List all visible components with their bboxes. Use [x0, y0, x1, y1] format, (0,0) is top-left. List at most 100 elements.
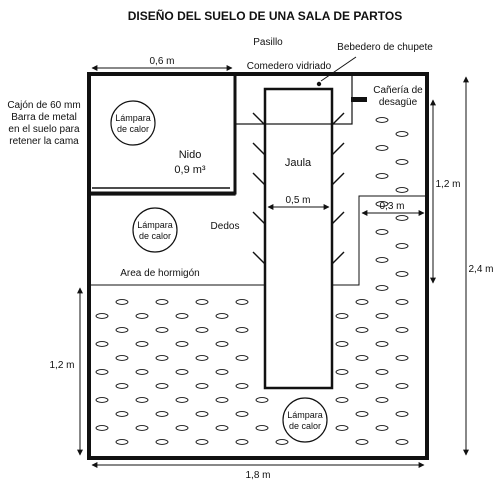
nest-box [88, 73, 236, 196]
slat-mark [155, 355, 169, 361]
slat-mark [175, 425, 189, 431]
nipple-drinker [316, 81, 322, 87]
heat-lamp-concrete [132, 207, 178, 253]
slat-mark [355, 439, 369, 445]
slat-mark [215, 313, 229, 319]
drinker-leader [320, 56, 357, 82]
label-cajon-4: retener la cama [9, 136, 79, 147]
lamp-label-2a: Lámpara [137, 220, 173, 230]
slat-mark [395, 327, 409, 333]
crate [263, 87, 334, 390]
slat-mark [375, 173, 389, 179]
slat-mark [155, 327, 169, 333]
slat-mark [335, 425, 349, 431]
slat-mark [235, 355, 249, 361]
slat-mark [215, 369, 229, 375]
slat-mark [235, 439, 249, 445]
slat-mark [355, 327, 369, 333]
slat-mark [115, 355, 129, 361]
label-comedero: Comedero vidriado [247, 61, 332, 72]
slat-mark [335, 397, 349, 403]
slat-mark [375, 313, 389, 319]
dim-right-upper: 1,2 m [435, 179, 460, 190]
label-pasillo: Pasillo [253, 37, 283, 48]
slat-mark [375, 257, 389, 263]
slat-mark [175, 369, 189, 375]
slat-mark [355, 299, 369, 305]
label-area-hormigon: Area de hormigón [120, 268, 200, 279]
slat-mark [395, 187, 409, 193]
glazed-feeder [234, 73, 353, 125]
crate-fingers [252, 112, 345, 265]
slat-mark [375, 341, 389, 347]
dim-total-height: 2,4 m [468, 264, 493, 275]
slat-mark [395, 159, 409, 165]
diagram-title: DISEÑO DEL SUELO DE UNA SALA DE PARTOS [128, 8, 402, 23]
slat-mark [135, 369, 149, 375]
slat-mark [375, 117, 389, 123]
slat-mark [115, 383, 129, 389]
slat-mark [235, 299, 249, 305]
label-dedos: Dedos [211, 221, 240, 232]
slat-mark [195, 355, 209, 361]
slat-mark [135, 397, 149, 403]
slat-mark [375, 201, 389, 207]
drain-pipe [351, 97, 367, 102]
slat-mark [375, 285, 389, 291]
slat-mark [375, 397, 389, 403]
slat-mark [235, 383, 249, 389]
slat-mark [95, 425, 109, 431]
dim-left-lower: 1,2 m [49, 360, 74, 371]
slat-mark [395, 271, 409, 277]
lamp-label-3b: de calor [289, 421, 321, 431]
slat-mark [135, 341, 149, 347]
heat-lamp-nest [110, 100, 156, 146]
slat-mark [395, 299, 409, 305]
slat-mark [95, 397, 109, 403]
slat-mark [335, 369, 349, 375]
slat-mark [375, 369, 389, 375]
dimension-lines [77, 65, 469, 468]
slat-mark [395, 215, 409, 221]
slat-mark [195, 327, 209, 333]
label-caneria-2: desagüe [379, 97, 418, 108]
slat-mark [175, 341, 189, 347]
slat-mark [255, 397, 269, 403]
slat-mark [335, 313, 349, 319]
lamp-label-2b: de calor [139, 231, 171, 241]
slat-mark [155, 299, 169, 305]
lamp-label-3a: Lámpara [287, 410, 323, 420]
slat-mark [235, 411, 249, 417]
nest-wall [89, 74, 237, 195]
concrete-area-border [89, 195, 427, 286]
label-cajon-3: en el suelo para [8, 124, 80, 135]
slat-mark [335, 341, 349, 347]
lamp-label-1b: de calor [117, 124, 149, 134]
slat-mark [355, 355, 369, 361]
slat-mark [95, 369, 109, 375]
dim-nest-width: 0,6 m [149, 56, 174, 67]
label-jaula: Jaula [285, 157, 312, 169]
slat-mark [215, 425, 229, 431]
slat-mark [375, 229, 389, 235]
slat-mark [195, 383, 209, 389]
slat-mark [155, 383, 169, 389]
slat-mark [375, 425, 389, 431]
slat-mark [195, 439, 209, 445]
slat-mark [115, 299, 129, 305]
slat-mark [395, 355, 409, 361]
slat-mark [95, 341, 109, 347]
label-cajon-1: Cajón de 60 mm [7, 100, 80, 111]
slat-mark [395, 411, 409, 417]
dim-crate-width: 0,5 m [285, 195, 310, 206]
slat-mark [195, 411, 209, 417]
slat-mark [215, 341, 229, 347]
slat-mark [195, 299, 209, 305]
slat-mark [255, 425, 269, 431]
label-bebedero: Bebedero de chupete [337, 42, 433, 53]
slat-mark [115, 439, 129, 445]
dim-total-width: 1,8 m [245, 470, 270, 481]
slat-mark [395, 439, 409, 445]
slat-mark [395, 383, 409, 389]
slat-mark [355, 411, 369, 417]
